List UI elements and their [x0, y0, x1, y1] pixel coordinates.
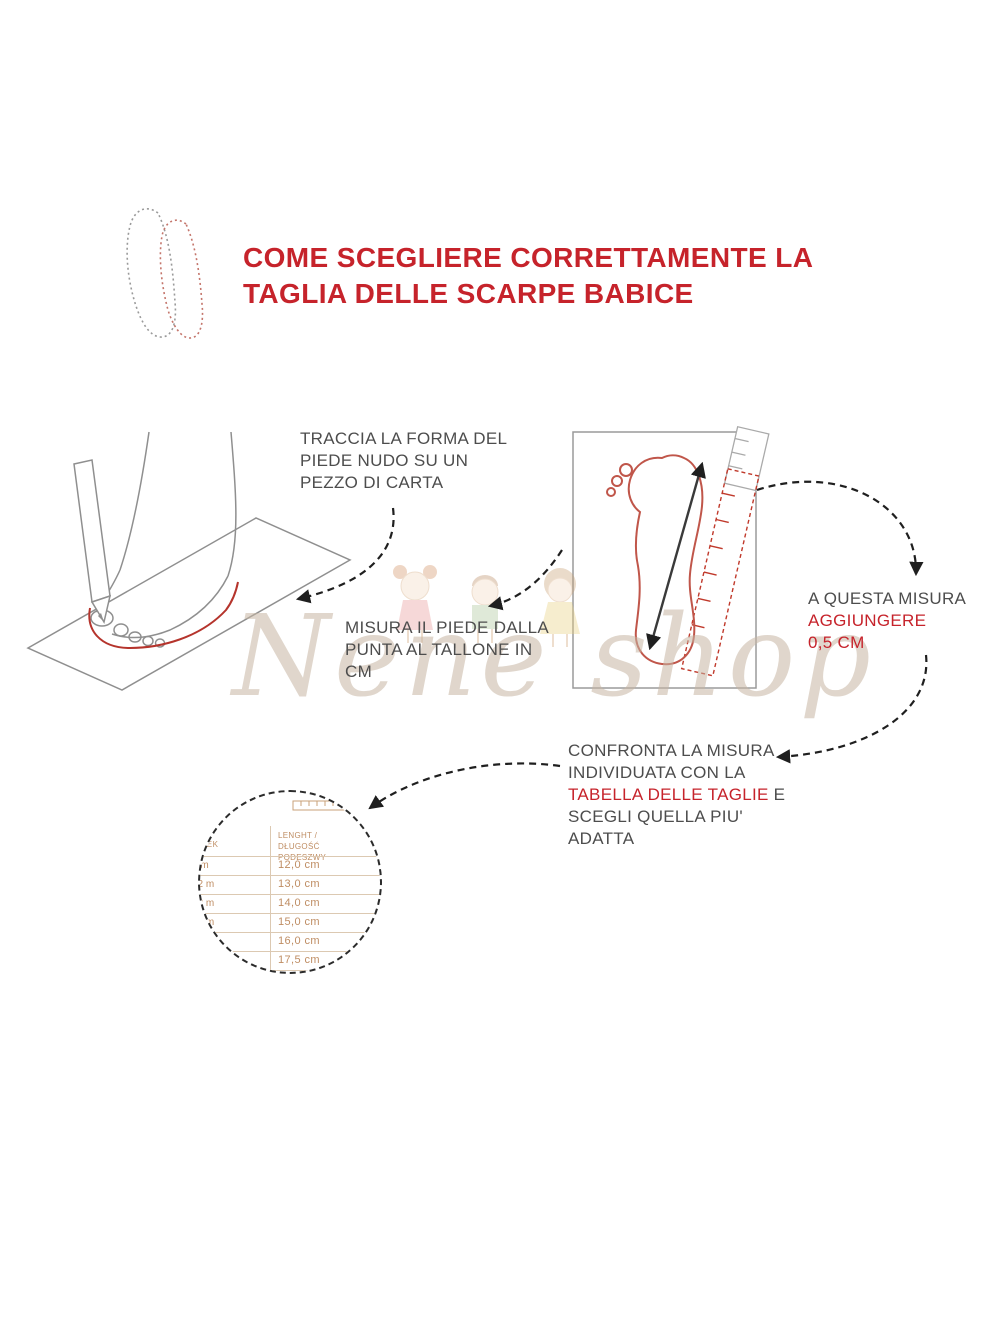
- age-cell: 24 m: [198, 917, 215, 928]
- pencil-icon: [73, 459, 112, 624]
- step-compare-text: CONFRONTA LA MISURA INDIVIDUATA CON LA T…: [568, 740, 798, 850]
- gray-ruler-icon: [723, 425, 770, 492]
- age-cell: 6 m: [200, 860, 209, 871]
- arrow-box-to-add: [756, 480, 924, 577]
- step-add-gray: A QUESTA MISURA: [808, 589, 967, 608]
- step-add-red2: 0,5 CM: [808, 633, 865, 652]
- length-cell: 17,5 cm: [278, 954, 320, 966]
- foot-measuring-illustration: [572, 425, 770, 689]
- step-measure-text: MISURA IL PIEDE DALLA PUNTA AL TALLONE I…: [345, 618, 549, 681]
- chart-rows: 6 m 12,0 cm 12 m 13,0 cm 18 m 14,0 cm 24…: [200, 856, 380, 972]
- age-cell: 12 m: [198, 879, 215, 890]
- arrow-trace-to-paper: [295, 507, 395, 604]
- chart-row: 36 m 17,5 cm: [200, 951, 380, 970]
- flow-arrows: [295, 480, 928, 810]
- step-add-text: A QUESTA MISURA AGGIUNGERE 0,5 CM: [808, 588, 993, 654]
- chart-row: 18 m 14,0 cm: [200, 894, 380, 913]
- chart-age-header: WIEK: [198, 840, 219, 849]
- arrow-compare-to-chart: [368, 762, 561, 810]
- step-compare-part1: CONFRONTA LA MISURA INDIVIDUATA CON LA: [568, 741, 774, 782]
- length-cell: 16,0 cm: [278, 935, 320, 947]
- page-title-line2: TAGLIA DELLE SCARPE BABICE: [243, 278, 694, 309]
- chart-row: 30 m 16,0 cm: [200, 932, 380, 951]
- arrow-box-to-measure: [487, 549, 563, 611]
- age-cell: 36 m: [198, 955, 215, 966]
- step-trace-text: TRACCIA LA FORMA DEL PIEDE NUDO SU UN PE…: [300, 429, 507, 492]
- page-title-line1: COME SCEGLIERE CORRETTAMENTE LA: [243, 242, 814, 273]
- mini-ruler-icon: [292, 800, 346, 811]
- foot-tracing-illustration: [26, 431, 352, 691]
- page-title: COME SCEGLIERE CORRETTAMENTE LA TAGLIA D…: [243, 240, 843, 312]
- traced-outline: [88, 581, 239, 650]
- chart-row: 12 m 13,0 cm: [200, 875, 380, 894]
- arrow-add-to-compare: [775, 654, 928, 764]
- chart-column-divider: [270, 826, 271, 972]
- chart-row: 18,5 cm: [200, 970, 380, 972]
- step-compare-red: TABELLA DELLE TAGLIE: [568, 785, 769, 804]
- age-cell: 30 m: [198, 936, 215, 947]
- size-chart-circle: WIEK LENGHT / DŁUGOŚĆ PODESZWY 6 m 12,0 …: [198, 790, 382, 974]
- measure-arrow: [646, 461, 706, 651]
- chart-row: 6 m 12,0 cm: [200, 856, 380, 875]
- age-cell: 18 m: [198, 898, 215, 909]
- chart-row: 24 m 15,0 cm: [200, 913, 380, 932]
- length-cell: 13,0 cm: [278, 878, 320, 890]
- length-cell: 14,0 cm: [278, 897, 320, 909]
- length-cell: 12,0 cm: [278, 859, 320, 871]
- length-cell: 15,0 cm: [278, 916, 320, 928]
- chart-length-header: LENGHT / DŁUGOŚĆ PODESZWY: [278, 831, 327, 862]
- footprints-logo-icon: [126, 208, 204, 339]
- step-add-red1: AGGIUNGERE: [808, 611, 927, 630]
- step-compare-part2: E SCEGLI QUELLA PIU' ADATTA: [568, 785, 786, 848]
